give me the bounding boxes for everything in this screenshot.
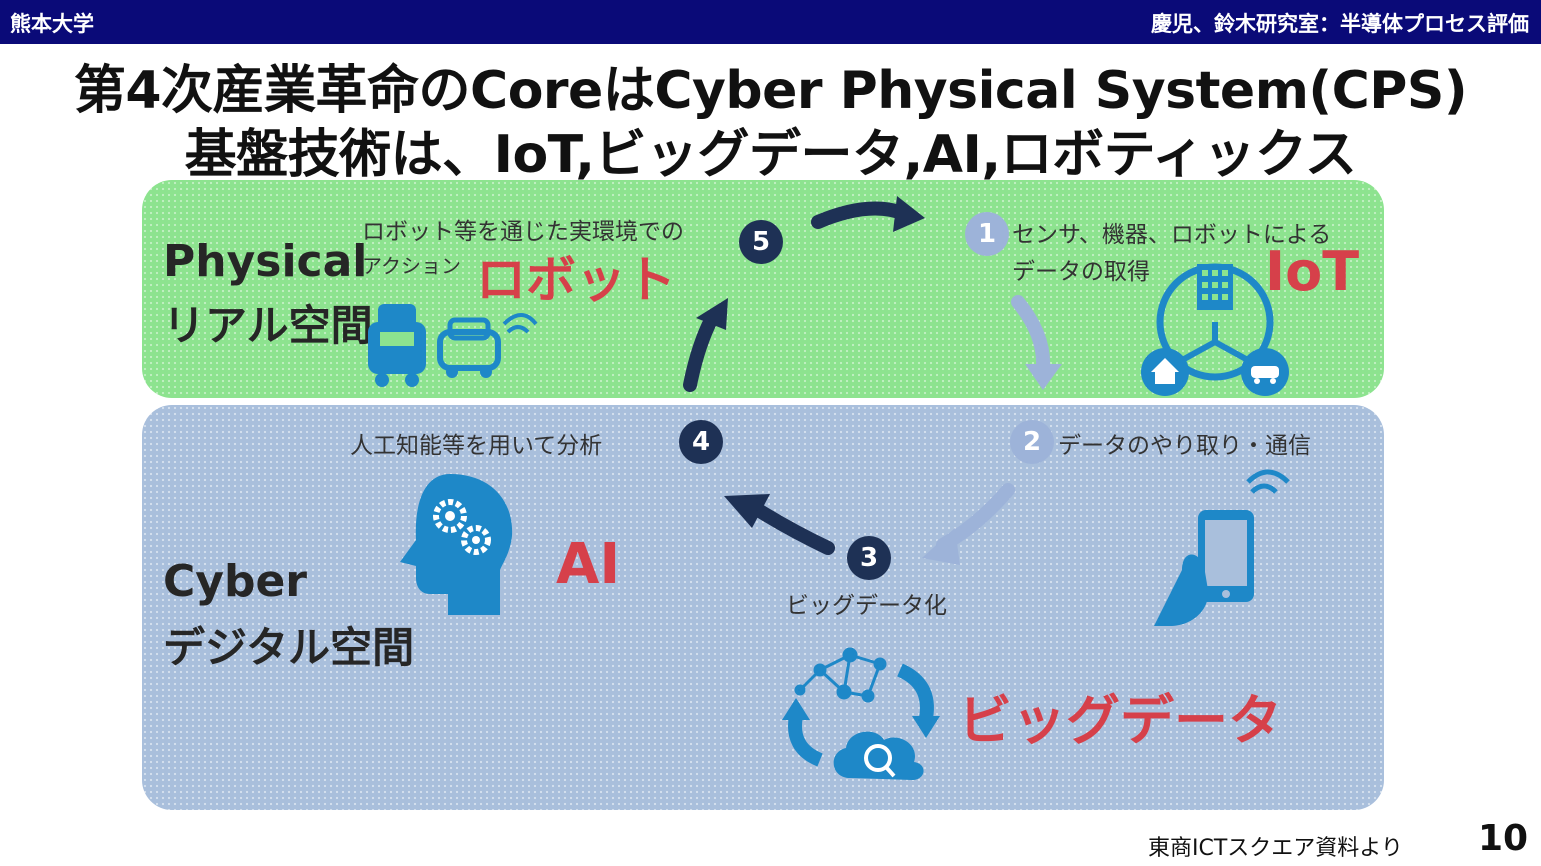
title-line-2: 基盤技術は、IoT,ビッグデータ,AI,ロボティックス	[184, 125, 1357, 185]
header-bar: 熊本大学 慶児、鈴木研究室：半導体プロセス評価	[0, 0, 1541, 44]
arrow-head-4-5	[696, 298, 728, 330]
step1-badge: 1	[965, 212, 1009, 256]
physical-space-panel	[142, 180, 1384, 398]
step3-badge: 3	[847, 536, 891, 580]
arrow-step5-to-step1	[811, 201, 912, 229]
bigdata-cloud-icon	[782, 647, 940, 780]
arrow-head-2-3	[922, 528, 960, 565]
step1-text-line1: センサ、機器、ロボットによる	[1012, 222, 1332, 248]
arrow-head-5-1	[893, 196, 925, 232]
keyword-robot: ロボット	[476, 251, 676, 309]
keyword-iot: IoT	[1265, 240, 1360, 303]
arrow-head-1-2	[1025, 364, 1062, 390]
step5-text-line2: アクション	[362, 254, 461, 278]
page-number: 10	[1478, 818, 1529, 859]
physical-label-en: Physical	[163, 236, 368, 287]
university-name: 熊本大学	[10, 12, 94, 36]
step5-text-line1: ロボット等を通じた実環境での	[362, 219, 684, 245]
physical-label-jp: リアル空間	[163, 301, 373, 350]
arrow-step3-to-step4	[748, 501, 835, 555]
step4-text: 人工知能等を用いて分析	[350, 433, 603, 459]
step2-text: データのやり取り・通信	[1058, 433, 1311, 459]
step5-badge: 5	[739, 220, 783, 264]
ai-head-gears-icon	[400, 474, 513, 615]
title-line-1: 第4次産業革命のCoreはCyber Physical System(CPS)	[73, 61, 1468, 121]
keyword-bigdata: ビッグデータ	[958, 689, 1282, 752]
arrow-head-3-4	[724, 494, 770, 528]
cars-icon	[368, 304, 538, 387]
smartphone-icon	[1154, 469, 1290, 626]
cyber-label-jp: デジタル空間	[163, 623, 415, 672]
cyber-label-en: Cyber	[163, 556, 308, 607]
step4-badge: 4	[679, 420, 723, 464]
lab-name: 慶児、鈴木研究室：半導体プロセス評価	[1151, 12, 1529, 36]
arrow-step4-to-step5	[683, 311, 719, 392]
step2-badge: 2	[1010, 420, 1054, 464]
keyword-ai: AI	[556, 532, 621, 597]
step3-text: ビッグデータ化	[786, 593, 947, 619]
iot-network-icon	[1141, 263, 1289, 396]
arrow-step1-to-step2	[1011, 295, 1051, 375]
step1-text-line2: データの取得	[1012, 259, 1150, 285]
source-note: 東商ICTスクエア資料より	[1148, 836, 1403, 861]
